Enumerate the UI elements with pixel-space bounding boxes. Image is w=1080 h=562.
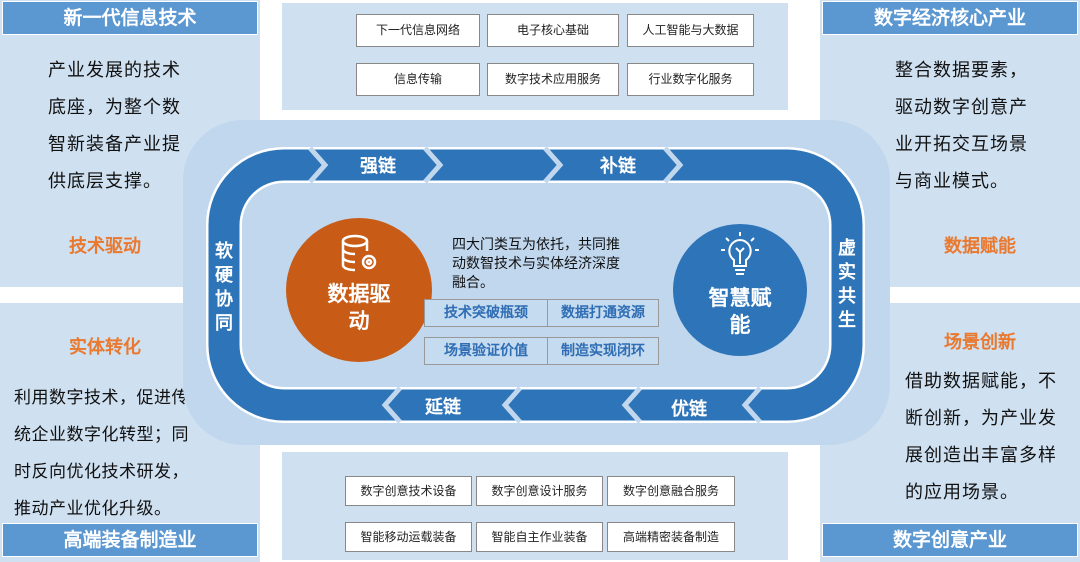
text-line: 驱动数字创意产 (895, 97, 1028, 118)
text-line: 底座，为整个数 (48, 97, 181, 118)
panel-title: 数字创意产业 (822, 523, 1078, 557)
panel-tag: 技术驱动 (69, 236, 141, 257)
text-line: 业开拓交互场景 (895, 134, 1028, 155)
loop-label-bottom: 优链 (671, 399, 707, 420)
panel-text: 借助数据赋能，不断创新，为产业发展创造出丰富多样的应用场景。 (905, 363, 1057, 511)
data-driven-circle: 数据驱 动 (286, 218, 432, 362)
chevron-left-icon (501, 386, 522, 424)
text-line: 展创造出丰富多样 (905, 445, 1057, 466)
item-cell: 智能移动运载装备 (345, 522, 472, 552)
text-line: 整合数据要素， (895, 60, 1028, 81)
loop-label-bottom: 延链 (425, 397, 461, 418)
loop-label-top: 补链 (600, 156, 636, 177)
chevron-right-icon (308, 146, 329, 184)
chevron-left-icon (621, 386, 642, 424)
text-line: 借助数据赋能，不 (905, 371, 1057, 392)
item-cell: 数字技术应用服务 (487, 63, 619, 96)
text-line: 断创新，为产业发 (905, 408, 1057, 429)
smart-empower-circle: 智慧赋 能 (673, 224, 807, 356)
item-cell: 下一代信息网络 (356, 14, 480, 47)
text-line: 融合。 (452, 275, 494, 291)
text-line: 智新装备产业提 (48, 134, 181, 155)
chevron-left-icon (741, 386, 762, 424)
center-tag: 制造实现闭环 (547, 337, 659, 365)
panel-title: 数字经济核心产业 (822, 1, 1078, 35)
item-cell: 行业数字化服务 (627, 63, 754, 96)
center-tag: 技术突破瓶颈 (424, 299, 548, 327)
item-cell: 数字创意设计服务 (476, 476, 603, 506)
panel-tag: 实体转化 (69, 337, 141, 358)
center-tag: 场景验证价值 (424, 337, 548, 365)
item-cell: 人工智能与大数据 (627, 14, 754, 47)
char: 生 (838, 310, 856, 331)
panel-text: 利用数字技术，促进传统企业数字化转型；同时反向优化技术研发， 推动产业优化升级。 (14, 380, 189, 528)
circle-text: 动 (348, 309, 370, 333)
loop-label-left: 软硬协同 (214, 240, 234, 336)
panel-text: 整合数据要素， 驱动数字创意产业开拓交互场景与商业模式。 (895, 52, 1028, 200)
text-line: 的应用场景。 (905, 482, 1019, 503)
text-line: 时反向优化技术研发， (14, 462, 189, 482)
char: 硬 (215, 265, 233, 286)
loop-label-right: 虚实共生 (837, 237, 857, 333)
chevron-left-icon (381, 386, 402, 424)
circle-text: 数据驱 (327, 282, 391, 306)
text-line: 供底层支撑。 (48, 171, 162, 192)
chevron-right-icon (423, 146, 444, 184)
text-line: 动数智技术与实体经济深度 (452, 256, 620, 272)
char: 协 (215, 289, 233, 310)
char: 实 (838, 262, 856, 283)
char: 软 (215, 241, 233, 262)
item-cell: 高端精密装备制造 (607, 522, 735, 552)
item-cell: 智能自主作业装备 (476, 522, 603, 552)
circle-text: 智慧赋 (708, 286, 772, 310)
text-line: 产业发展的技术 (48, 60, 181, 81)
item-cell: 电子核心基础 (487, 14, 619, 47)
chevron-right-icon (663, 146, 684, 184)
circle-text: 能 (729, 313, 751, 337)
loop-label-top: 强链 (360, 156, 396, 177)
center-tag: 数据打通资源 (547, 299, 659, 327)
database-gear-icon (341, 234, 377, 272)
panel-tag: 场景创新 (944, 332, 1016, 353)
panel-title: 高端装备制造业 (2, 523, 258, 557)
lightbulb-icon (721, 232, 759, 275)
char: 虚 (838, 238, 856, 259)
char: 共 (838, 286, 856, 307)
text-line: 统企业数字化转型；同 (14, 425, 189, 445)
text-line: 与商业模式。 (895, 171, 1009, 192)
panel-title: 新一代信息技术 (2, 1, 258, 35)
text-line: 利用数字技术，促进传 (14, 388, 189, 408)
panel-tag: 数据赋能 (944, 236, 1016, 257)
item-cell: 信息传输 (356, 63, 480, 96)
text-line: 四大门类互为依托，共同推 (452, 237, 620, 253)
chevron-right-icon (543, 146, 564, 184)
panel-text: 产业发展的技术底座，为整个数智新装备产业提供底层支撑。 (48, 52, 181, 200)
char: 同 (215, 313, 233, 334)
item-cell: 数字创意融合服务 (607, 476, 735, 506)
text-line: 推动产业优化升级。 (14, 499, 172, 519)
center-description: 四大门类互为依托，共同推动数智技术与实体经济深度融合。 (452, 236, 620, 293)
item-cell: 数字创意技术设备 (345, 476, 472, 506)
